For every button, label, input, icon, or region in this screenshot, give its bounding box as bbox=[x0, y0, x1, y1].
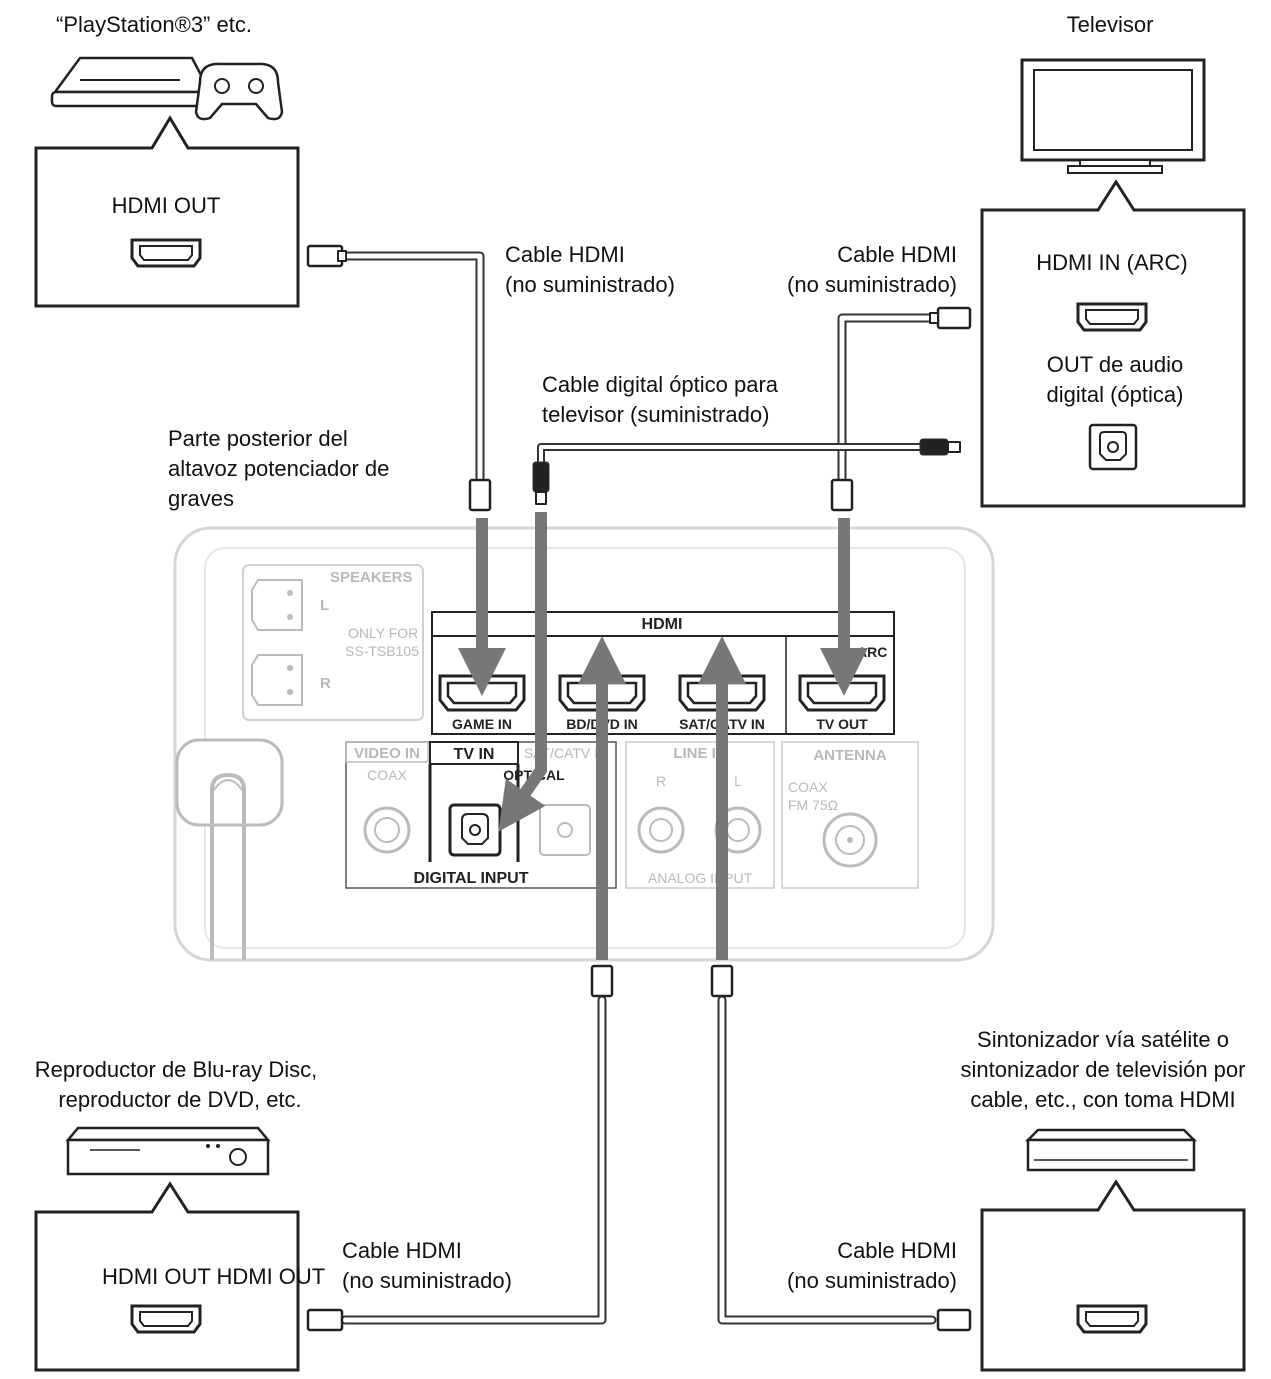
power-cord bbox=[175, 738, 284, 960]
subwoofer-caption-2: altavoz potenciador de bbox=[168, 456, 389, 481]
model-label: SS-TSB105 bbox=[345, 643, 419, 659]
optical-cable-label-1: Cable digital óptico para bbox=[542, 372, 779, 397]
subwoofer-rear-panel: SPEAKERS L R ONLY FOR SS-TSB105 HDMI ARC… bbox=[173, 526, 995, 962]
fm-label: FM 75Ω bbox=[788, 797, 838, 813]
cables bbox=[306, 244, 972, 1332]
antenna-label: ANTENNA bbox=[813, 747, 886, 764]
video-in-label: VIDEO IN bbox=[354, 745, 420, 762]
bluray-cable-label-1: Cable HDMI bbox=[342, 1238, 462, 1263]
ps3-console-icon bbox=[50, 56, 284, 121]
sat-tuner-icon bbox=[1024, 1128, 1198, 1172]
ps3-device: “PlayStation®3” etc. HDMI OUT bbox=[34, 12, 300, 308]
tv-hdmi-port bbox=[1076, 302, 1148, 332]
tv-title: Televisor bbox=[1067, 12, 1154, 37]
tv-cable-label-1: Cable HDMI bbox=[837, 242, 957, 267]
sat-title-3: cable, etc., con toma HDMI bbox=[970, 1087, 1235, 1112]
hdmi-header: HDMI bbox=[642, 616, 683, 633]
ps3-port-label: HDMI OUT bbox=[112, 193, 221, 218]
ps3-title: “PlayStation®3” etc. bbox=[56, 12, 252, 37]
sat-hdmi-port bbox=[1076, 1304, 1148, 1334]
subwoofer-caption-3: graves bbox=[168, 486, 234, 511]
speaker-r-label: R bbox=[320, 675, 331, 692]
tv-icon bbox=[1020, 58, 1206, 174]
bluray-title-2: reproductor de DVD, etc. bbox=[58, 1087, 301, 1112]
sat-cable-label-2: (no suministrado) bbox=[787, 1268, 957, 1293]
sat-title-1: Sintonizador vía satélite o bbox=[977, 1027, 1229, 1052]
speaker-terminals: SPEAKERS L R ONLY FOR SS-TSB105 bbox=[242, 564, 424, 721]
arc-label: ARC bbox=[857, 644, 887, 660]
game-in-label: GAME IN bbox=[452, 716, 512, 732]
bluray-player-icon bbox=[65, 1126, 271, 1176]
tv-optical-port bbox=[1088, 423, 1138, 471]
tv-out-label: TV OUT bbox=[816, 716, 868, 732]
coax-label: COAX bbox=[367, 767, 407, 783]
bluray-title-1: Reproductor de Blu-ray Disc, bbox=[35, 1057, 317, 1082]
subwoofer-caption: Parte posterior del altavoz potenciador … bbox=[168, 426, 389, 511]
tv-in-label: TV IN bbox=[454, 746, 495, 763]
cable-labels: Cable HDMI (no suministrado) Cable HDMI … bbox=[342, 242, 957, 1293]
tv-hdmi-port-label: HDMI IN (ARC) bbox=[1036, 250, 1188, 275]
digital-input-label: DIGITAL INPUT bbox=[414, 870, 529, 887]
ps3-hdmi-port bbox=[130, 238, 202, 268]
optical-cable-label-2: televisor (suministrado) bbox=[542, 402, 769, 427]
ps3-hdmi-cable bbox=[306, 244, 492, 512]
bluray-cable-label-2: (no suministrado) bbox=[342, 1268, 512, 1293]
ps3-cable-label-2: (no suministrado) bbox=[505, 272, 675, 297]
sat-title-2: sintonizador de televisión por bbox=[961, 1057, 1246, 1082]
tv-out-port bbox=[798, 674, 886, 712]
bluray-device: Reproductor de Blu-ray Disc, reproductor… bbox=[34, 1057, 325, 1372]
sat-tuner-device: Sintonizador vía satélite o sintonizador… bbox=[961, 1027, 1246, 1372]
hdmi-block: HDMI ARC GAME IN BD/DVD IN SAT/CATV IN T… bbox=[431, 611, 895, 735]
subwoofer-caption-1: Parte posterior del bbox=[168, 426, 348, 451]
analog-input-label: ANALOG INPUT bbox=[648, 870, 753, 886]
arrow-optical bbox=[498, 512, 547, 832]
bluray-hdmi-port bbox=[130, 1304, 202, 1334]
tv-optical-label-2: digital (óptica) bbox=[1047, 382, 1184, 407]
speaker-l-label: L bbox=[320, 597, 329, 614]
tv-device: Televisor HDMI IN (ARC) OUT de audio dig… bbox=[980, 12, 1246, 508]
only-for-label: ONLY FOR bbox=[348, 625, 418, 641]
sat-hdmi-cable bbox=[710, 964, 972, 1332]
optical-cable bbox=[532, 438, 961, 505]
speakers-label: SPEAKERS bbox=[330, 569, 413, 586]
line-r-label: R bbox=[656, 773, 666, 789]
antenna-coax-label: COAX bbox=[788, 779, 828, 795]
tv-hdmi-cable bbox=[830, 306, 972, 512]
ps3-cable-label-1: Cable HDMI bbox=[505, 242, 625, 267]
tv-cable-label-2: (no suministrado) bbox=[787, 272, 957, 297]
bluray-hdmi-cable bbox=[306, 964, 614, 1332]
line-l-label: L bbox=[734, 773, 742, 789]
bluray-port-label: HDMI OUT HDMI OUT bbox=[102, 1264, 325, 1289]
line-in-label: LINE IN bbox=[673, 745, 726, 762]
game-in-port bbox=[438, 674, 526, 712]
tv-optical-label-1: OUT de audio bbox=[1047, 352, 1184, 377]
sat-cable-label-1: Cable HDMI bbox=[837, 1238, 957, 1263]
connection-arrows bbox=[458, 512, 868, 960]
